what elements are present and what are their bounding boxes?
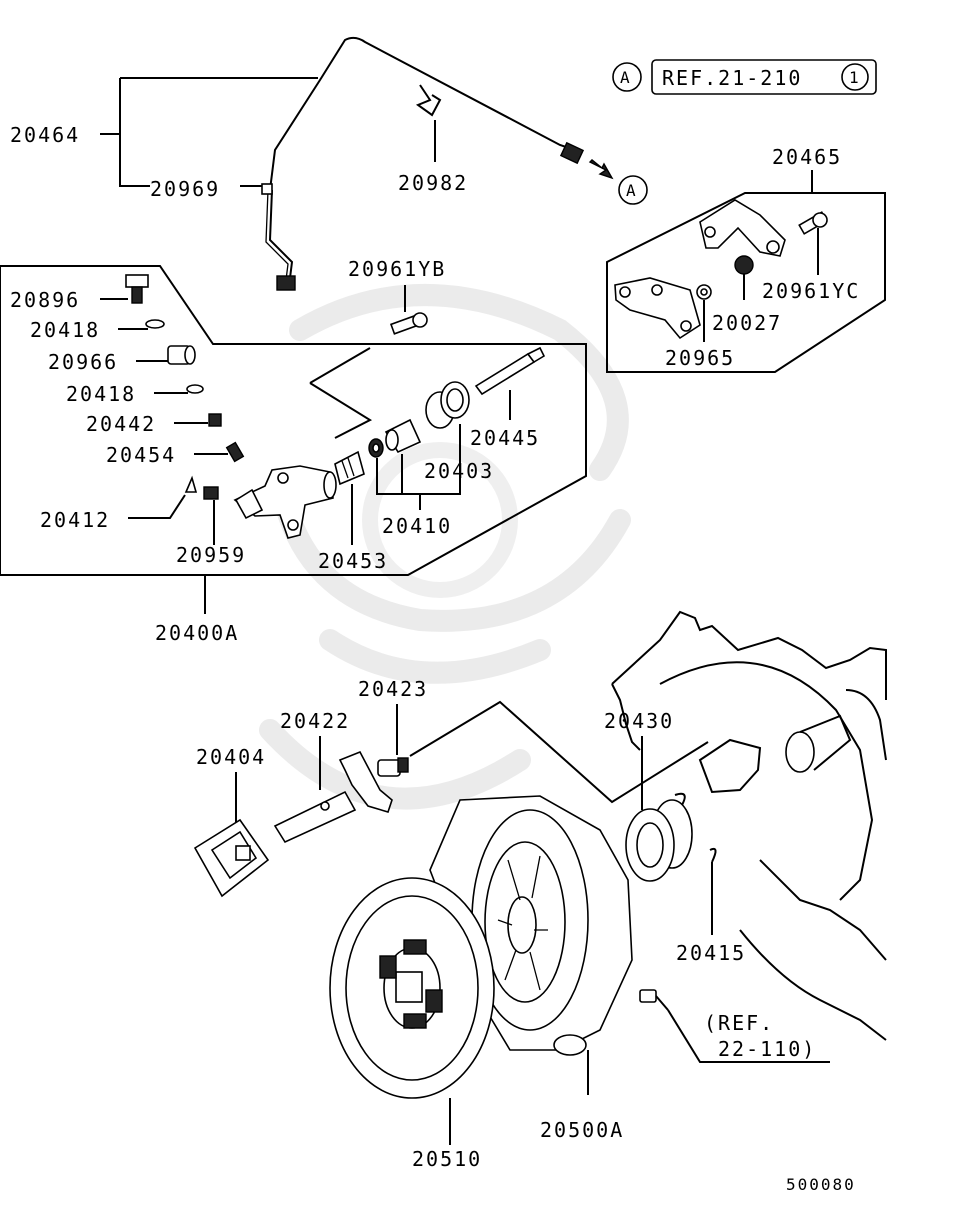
ref-22-110-line2: 22-110)	[718, 1037, 816, 1061]
svg-text:REF.21-210: REF.21-210	[662, 66, 802, 90]
cup-20445-ring	[425, 381, 470, 429]
nut-20442	[208, 413, 222, 427]
label-20430: 20430	[604, 709, 674, 733]
cap-20412	[184, 475, 198, 493]
leader-20410-20403	[376, 424, 461, 495]
piston-20403	[384, 418, 422, 454]
label-20464: 20464	[10, 123, 80, 147]
label-20959: 20959	[176, 543, 246, 567]
pilot-bolt	[639, 989, 830, 1063]
release-fork-20422	[273, 750, 393, 844]
label-20961YB: 20961YB	[348, 257, 446, 281]
label-20500A: 20500A	[540, 1118, 624, 1142]
cylinder-body	[233, 465, 337, 539]
label-20418b: 20418	[66, 382, 136, 406]
pushrod-20445	[474, 346, 546, 420]
gasket-20418b	[186, 384, 204, 394]
label-20966: 20966	[48, 350, 118, 374]
label-20400A: 20400A	[155, 621, 239, 645]
pipe-fitting-bottom	[276, 275, 296, 291]
arrow-to-a	[588, 159, 614, 180]
leader-20412	[128, 494, 186, 519]
clutch-disc-20510	[329, 877, 495, 1145]
label-20418a: 20418	[30, 318, 100, 342]
arrow-target-a: A	[618, 175, 648, 205]
label-20982: 20982	[398, 171, 468, 195]
bolt-20961yb	[389, 285, 428, 335]
label-20465: 20465	[772, 145, 842, 169]
document-number: 500080	[786, 1175, 856, 1194]
ref-box-21-210: REF.21-210 1	[651, 59, 877, 95]
bracket-plate-lower	[614, 277, 701, 340]
bolt-20961yc	[798, 211, 828, 275]
label-20410: 20410	[382, 514, 452, 538]
ref-marker-a: A	[612, 62, 642, 92]
label-20896: 20896	[10, 288, 80, 312]
transmission-housing	[611, 610, 887, 1041]
cylinder-group-box	[0, 265, 587, 614]
label-20423: 20423	[358, 677, 428, 701]
spring-20454	[225, 441, 245, 463]
label-20412: 20412	[40, 508, 110, 532]
label-20453: 20453	[318, 549, 388, 573]
bushing-20027	[734, 255, 754, 300]
clip-20415	[674, 792, 717, 935]
pipe-clip-20982	[415, 84, 442, 117]
svg-text:A: A	[626, 181, 638, 200]
watermark-emblem	[259, 284, 631, 810]
washer-20965	[696, 284, 712, 342]
label-20454: 20454	[106, 443, 176, 467]
label-20422: 20422	[280, 709, 350, 733]
label-20415: 20415	[676, 941, 746, 965]
bracket-plate-upper	[699, 199, 786, 257]
leader-20464	[100, 77, 436, 187]
clutch-pipe	[261, 36, 585, 291]
ref-22-110-line1: (REF.	[704, 1011, 774, 1035]
union-20966	[167, 345, 196, 365]
label-20445: 20445	[470, 426, 540, 450]
label-20969: 20969	[150, 177, 220, 201]
boot-20404	[193, 818, 270, 898]
bleeder-20959	[203, 486, 219, 545]
label-20442: 20442	[86, 412, 156, 436]
boot-20453	[334, 450, 365, 545]
label-20965: 20965	[665, 346, 735, 370]
label-20404: 20404	[196, 745, 266, 769]
label-20961YC: 20961YC	[762, 279, 860, 303]
bracket-group-box	[606, 170, 886, 373]
seal-20410	[368, 438, 384, 458]
bearing-20430	[625, 799, 693, 882]
svg-text:1: 1	[849, 68, 861, 87]
pivot-20423	[377, 757, 409, 777]
label-20510: 20510	[412, 1147, 482, 1171]
banjo-bolt-20896	[125, 274, 149, 304]
leader-20430-group	[409, 700, 709, 804]
label-20027: 20027	[712, 311, 782, 335]
svg-text:A: A	[620, 68, 632, 87]
pipe-clip	[261, 183, 273, 195]
pipe-fitting-top	[559, 141, 585, 165]
label-20403: 20403	[424, 459, 494, 483]
gasket-20418a	[145, 319, 165, 329]
